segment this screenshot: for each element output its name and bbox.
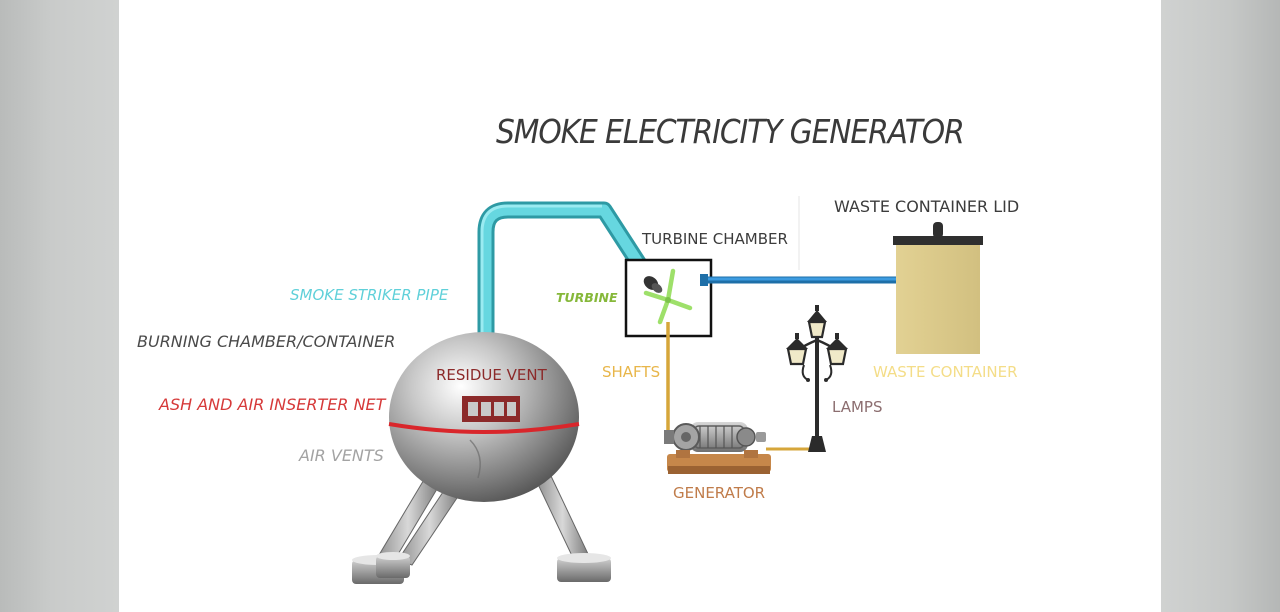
smoke-striker-pipe (477, 201, 656, 335)
generator-unit (664, 422, 771, 474)
lamp-post (786, 305, 848, 452)
label-waste-container-lid: WASTE CONTAINER LID (834, 197, 1020, 216)
label-burning-chamber: BURNING CHAMBER/CONTAINER (137, 332, 396, 351)
label-ash-air-inserter-net: ASH AND AIR INSERTER NET (159, 395, 386, 414)
tank-legs (352, 475, 611, 584)
waste-container (893, 222, 983, 354)
label-lamps: LAMPS (832, 398, 883, 416)
residue-vent (462, 396, 520, 422)
diagram-title: SMOKE ELECTRICITY GENERATOR (496, 112, 965, 151)
waste-pipe (700, 274, 896, 286)
lamp-wire (766, 430, 819, 451)
label-turbine: TURBINE (556, 290, 618, 305)
label-generator: GENERATOR (673, 484, 766, 502)
smoke-nozzle (643, 276, 663, 293)
label-waste-container: WASTE CONTAINER (873, 363, 1018, 381)
label-smoke-striker-pipe: SMOKE STRIKER PIPE (290, 286, 449, 304)
label-residue-vent: RESIDUE VENT (436, 366, 547, 384)
label-shafts: SHAFTS (602, 363, 661, 381)
label-air-vents: AIR VENTS (299, 446, 384, 465)
turbine-blades (643, 268, 693, 325)
label-turbine-chamber: TURBINE CHAMBER (642, 230, 788, 248)
